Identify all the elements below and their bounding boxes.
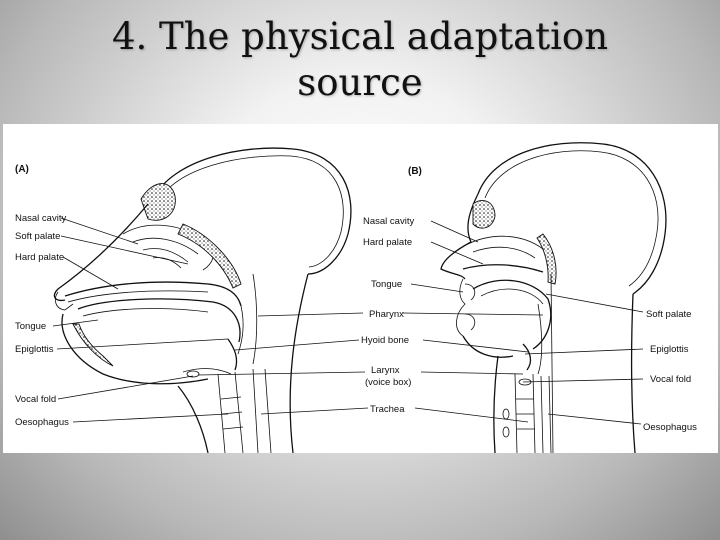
- label-a-hard-palate: Hard palate: [15, 252, 64, 263]
- label-b-soft-palate: Soft palate: [646, 309, 691, 320]
- label-b-hard-palate: Hard palate: [363, 237, 412, 248]
- panel-a-drawing: [53, 147, 352, 453]
- panel-b-tag: (B): [408, 166, 422, 177]
- panel-a-tag: (A): [15, 164, 29, 175]
- slide-title: 4. The physical adaptation source: [0, 14, 720, 106]
- label-a-vocal-fold: Vocal fold: [15, 394, 56, 405]
- label-a-epiglottis: Epiglottis: [15, 344, 54, 355]
- label-b-oesophagus: Oesophagus: [643, 422, 697, 433]
- label-larynx-sub: (voice box): [365, 377, 411, 388]
- label-pharynx: Pharynx: [369, 309, 404, 320]
- anatomy-figure: (A) Nasal cavity Soft palate Hard palate…: [3, 124, 718, 453]
- label-b-tongue: Tongue: [371, 279, 402, 290]
- label-a-tongue: Tongue: [15, 321, 46, 332]
- label-b-nasal-cavity: Nasal cavity: [363, 216, 414, 227]
- vocal-tract-diagram: (A) Nasal cavity Soft palate Hard palate…: [15, 142, 697, 453]
- panel-b-leaders: [410, 220, 644, 425]
- slide-title-line-1: 4. The physical adaptation: [111, 15, 609, 58]
- label-a-soft-palate: Soft palate: [15, 231, 60, 242]
- panel-b-drawing: [440, 142, 667, 453]
- label-a-nasal-cavity: Nasal cavity: [15, 213, 66, 224]
- label-hyoid-bone: Hyoid bone: [361, 335, 409, 346]
- label-a-oesophagus: Oesophagus: [15, 417, 69, 428]
- slide-title-line-2: source: [297, 61, 423, 104]
- label-larynx: Larynx: [371, 365, 400, 376]
- label-b-vocal-fold: Vocal fold: [650, 374, 691, 385]
- shared-leaders: [197, 312, 544, 423]
- label-b-epiglottis: Epiglottis: [650, 344, 689, 355]
- label-trachea: Trachea: [370, 404, 405, 415]
- panel-a-leaders: [52, 217, 229, 423]
